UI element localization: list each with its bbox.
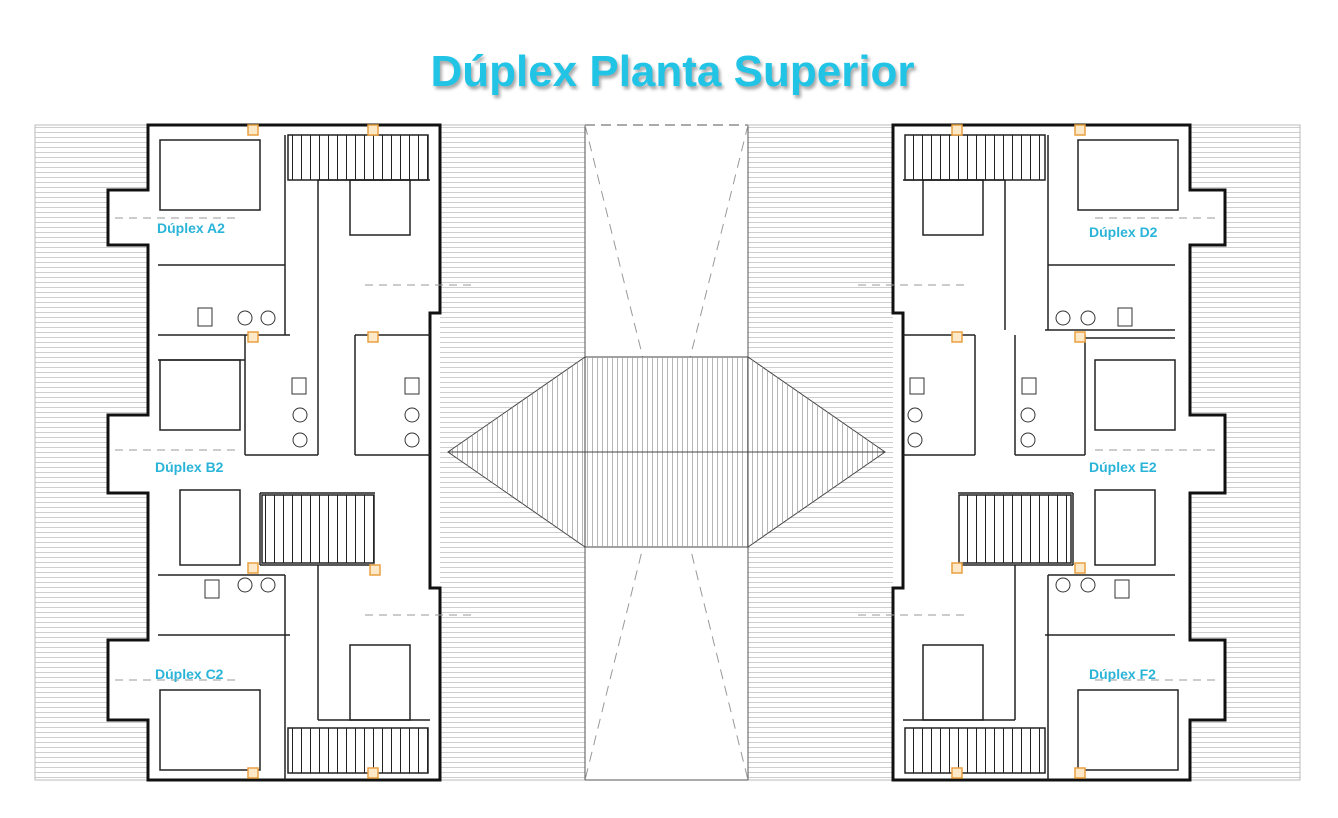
right-fixtures bbox=[907, 307, 1133, 599]
right-stairs bbox=[904, 134, 1072, 774]
central-courtyard bbox=[447, 124, 886, 781]
left-fixtures bbox=[197, 307, 420, 599]
right-corridors bbox=[858, 217, 1220, 681]
unit-label-f2: Dúplex F2 bbox=[1089, 666, 1156, 682]
unit-label-c2: Dúplex C2 bbox=[155, 666, 224, 682]
unit-label-b2: Dúplex B2 bbox=[155, 459, 224, 475]
left-corridors bbox=[115, 217, 475, 681]
unit-label-e2: Dúplex E2 bbox=[1089, 459, 1157, 475]
right-building bbox=[891, 123, 1227, 782]
unit-label-d2: Dúplex D2 bbox=[1089, 224, 1158, 240]
unit-label-a2: Dúplex A2 bbox=[157, 220, 225, 236]
left-building bbox=[106, 123, 442, 782]
right-building-interior bbox=[903, 135, 1179, 780]
page-title: Dúplex Planta Superior bbox=[430, 47, 915, 96]
columns bbox=[247, 124, 1086, 779]
left-stairs bbox=[261, 134, 429, 774]
left-building-interior bbox=[158, 135, 430, 780]
